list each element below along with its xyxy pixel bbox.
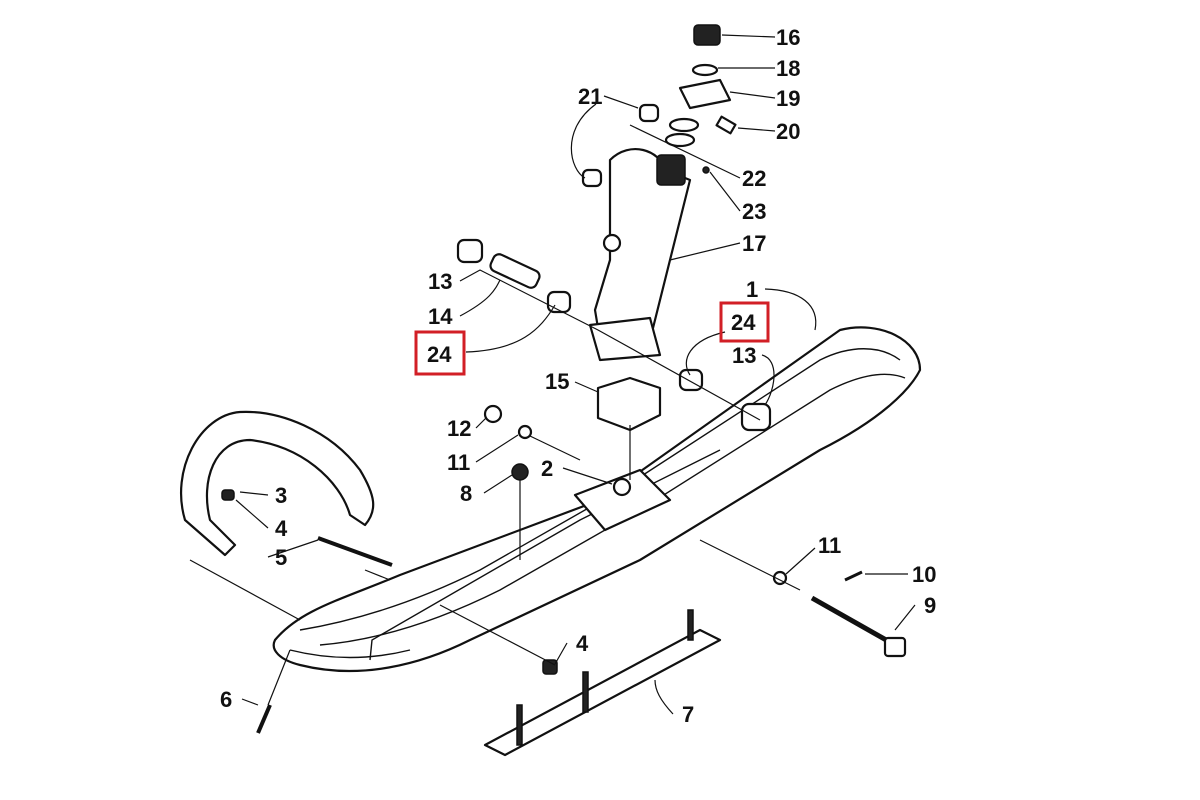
ski-saddle bbox=[573, 468, 672, 532]
label-13-right: 13 bbox=[732, 343, 756, 368]
label-4-top: 4 bbox=[275, 516, 288, 541]
label-4-bottom: 4 bbox=[576, 631, 589, 656]
label-2: 2 bbox=[541, 456, 553, 481]
callout-labels: 16 18 19 20 21 22 23 17 1 24 13 13 14 24… bbox=[220, 25, 936, 727]
label-24-right: 24 bbox=[731, 310, 756, 335]
label-14: 14 bbox=[428, 304, 453, 329]
label-22: 22 bbox=[742, 166, 766, 191]
label-6: 6 bbox=[220, 687, 232, 712]
label-10: 10 bbox=[912, 562, 936, 587]
label-15: 15 bbox=[545, 369, 569, 394]
label-21: 21 bbox=[578, 84, 602, 109]
label-7: 7 bbox=[682, 702, 694, 727]
wear-bar bbox=[483, 609, 722, 757]
label-12: 12 bbox=[447, 416, 471, 441]
label-5: 5 bbox=[275, 545, 287, 570]
label-9: 9 bbox=[924, 593, 936, 618]
ski-loop bbox=[180, 410, 375, 557]
label-17: 17 bbox=[742, 231, 766, 256]
label-20: 20 bbox=[776, 119, 800, 144]
spindle bbox=[588, 148, 692, 362]
label-1: 1 bbox=[746, 277, 758, 302]
label-11-left: 11 bbox=[447, 450, 470, 475]
label-3: 3 bbox=[275, 483, 287, 508]
label-18: 18 bbox=[776, 56, 800, 81]
leader-lines bbox=[189, 34, 916, 715]
label-23: 23 bbox=[742, 199, 766, 224]
label-13-left: 13 bbox=[428, 269, 452, 294]
label-19: 19 bbox=[776, 86, 800, 111]
label-8: 8 bbox=[460, 481, 472, 506]
highlight-box-24-left bbox=[414, 330, 466, 376]
label-11-right: 11 bbox=[818, 533, 841, 558]
label-24-left: 24 bbox=[427, 342, 452, 367]
hardware bbox=[221, 24, 907, 734]
highlight-box-24-right bbox=[719, 301, 770, 343]
label-16: 16 bbox=[776, 25, 800, 50]
